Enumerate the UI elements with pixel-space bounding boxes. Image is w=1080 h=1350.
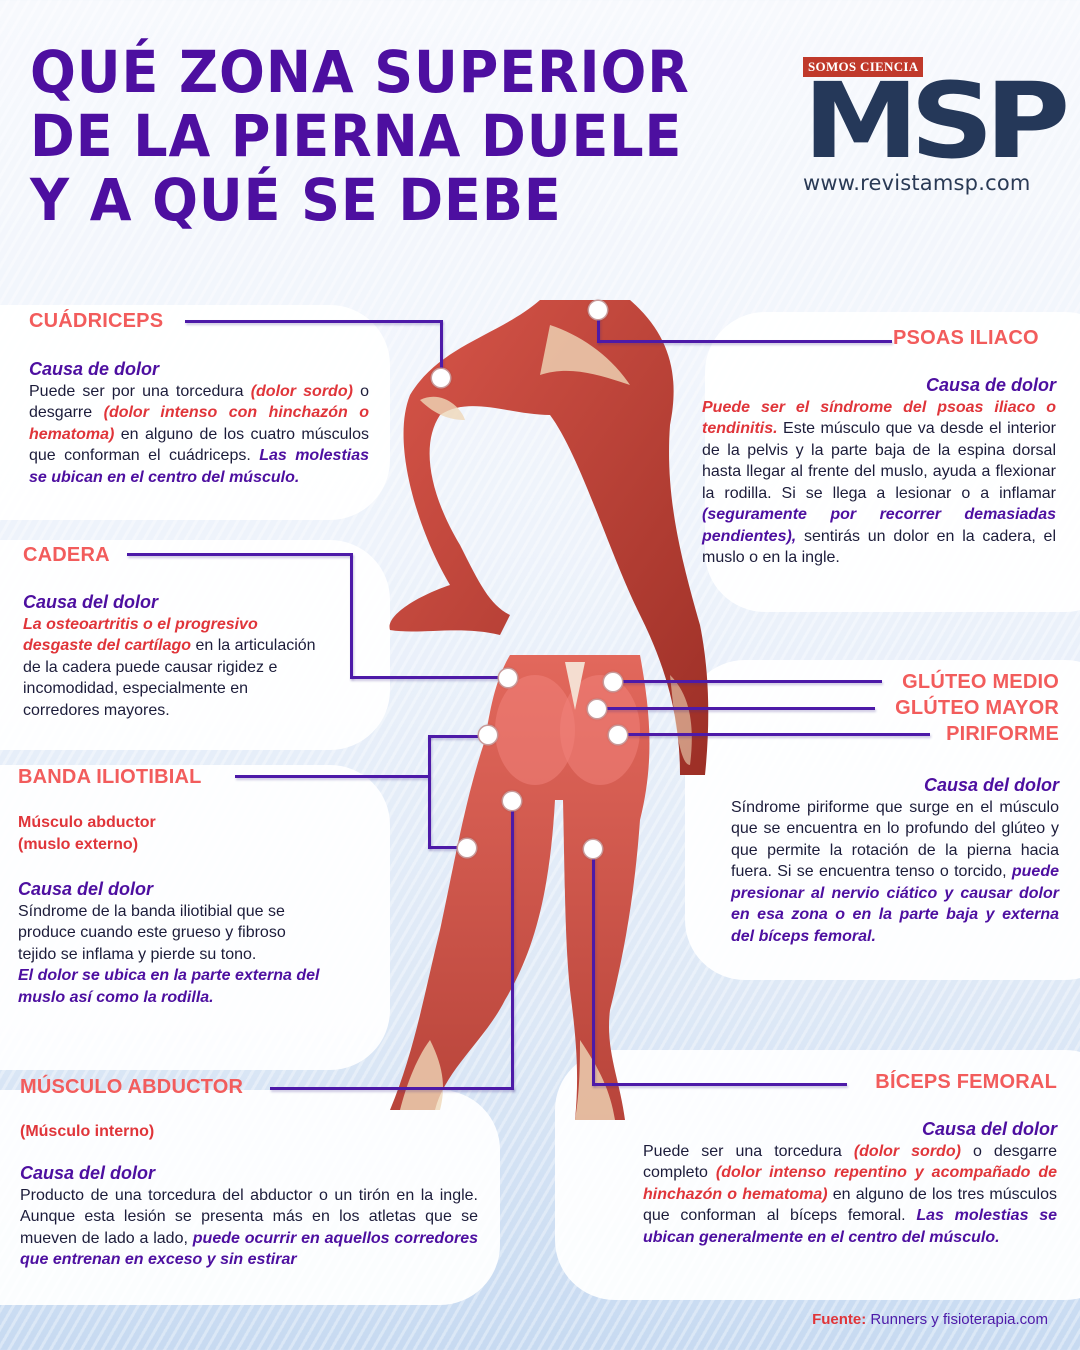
connector-gluteo-mayor: [597, 707, 875, 710]
connector-piriforme: [618, 733, 930, 736]
section-title-cadera: CADERA: [23, 544, 110, 566]
section-body-psoas: Causa de dolor Puede ser el síndrome del…: [702, 375, 1056, 566]
logo-url: www.revistamsp.com: [803, 171, 1031, 195]
source-text: Runners y fisioterapia.com: [870, 1311, 1048, 1328]
section-body-piriforme: Causa del dolor Síndrome piriforme que s…: [731, 775, 1059, 945]
section-body-biceps: Causa del dolor Puede ser una torcedura …: [643, 1119, 1058, 1246]
cause-label: Causa del dolor: [18, 879, 154, 899]
leg-muscle-illustration-back: [390, 655, 650, 1120]
section-body-abductor: Causa del dolor Producto de una torcedur…: [20, 1163, 479, 1268]
card-banda: [0, 765, 390, 1070]
source-credit: Fuente: Runners y fisioterapia.com: [812, 1311, 1048, 1328]
connector-banda-top: [428, 735, 488, 738]
leg-muscle-illustration-side: [389, 300, 709, 775]
cause-label: Causa del dolor: [923, 775, 1059, 795]
connector-cuadriceps-v: [440, 320, 443, 378]
cause-label: Causa de dolor: [29, 359, 160, 379]
title-line-1: QUÉ ZONA SUPERIOR: [30, 38, 690, 106]
marker-psoas[interactable]: [589, 301, 607, 319]
card-abductor: [0, 1090, 500, 1305]
cause-label: Causa del dolor: [20, 1163, 156, 1183]
marker-biceps[interactable]: [584, 840, 602, 858]
marker-gluteo-mayor[interactable]: [588, 700, 606, 718]
cause-label: Causa de dolor: [925, 375, 1056, 395]
section-title-biceps: BÍCEPS FEMORAL: [875, 1071, 1057, 1093]
connector-cadera: [127, 553, 352, 556]
connector-cadera-h2: [350, 676, 507, 679]
section-body-cuadriceps: Causa de dolor Puede ser por una torcedu…: [29, 359, 370, 486]
connector-gluteo-medio: [614, 680, 882, 683]
card-gluteos: [685, 660, 1080, 980]
marker-abductor[interactable]: [503, 792, 521, 810]
card-cadera: [0, 540, 390, 750]
card-biceps: [555, 1050, 1080, 1300]
connector-banda-bottom: [428, 846, 468, 849]
connector-abductor-v: [511, 800, 514, 1090]
card-psoas: [705, 312, 1080, 612]
connector-cadera-v: [350, 553, 353, 678]
section-title-gluteo-medio: GLÚTEO MEDIO: [902, 671, 1059, 693]
title-line-3: Y A QUÉ SE DEBE: [30, 166, 562, 234]
logo-tagline: SOMOS CIENCIA: [803, 57, 924, 77]
connector-cuadriceps: [185, 320, 442, 323]
connector-psoas: [597, 340, 892, 343]
section-body-cadera: Causa del dolor La osteoartritis o el pr…: [23, 592, 323, 721]
connector-biceps: [592, 1083, 847, 1086]
marker-piriforme[interactable]: [609, 726, 627, 744]
marker-gluteo-medio[interactable]: [604, 673, 622, 691]
section-title-gluteo-mayor: GLÚTEO MAYOR: [895, 697, 1059, 719]
cause-label: Causa del dolor: [921, 1119, 1057, 1139]
page-title: QUÉ ZONA SUPERIOR DE LA PIERNA DUELE Y A…: [30, 40, 690, 232]
title-line-2: DE LA PIERNA DUELE: [30, 102, 683, 170]
logo-brand: MSP: [803, 60, 1070, 182]
section-subtitle-banda: Músculo abductor (muslo externo): [18, 814, 156, 853]
source-label: Fuente:: [812, 1311, 867, 1328]
section-body-banda: Causa del dolor Síndrome de la banda ili…: [18, 879, 328, 1008]
section-title-psoas: PSOAS ILIACO: [893, 327, 1039, 349]
section-title-banda: BANDA ILIOTIBIAL: [18, 766, 202, 788]
marker-cuadriceps[interactable]: [432, 369, 450, 387]
marker-banda-bottom[interactable]: [458, 839, 476, 857]
section-title-piriforme: PIRIFORME: [946, 723, 1059, 745]
connector-psoas-v: [597, 312, 600, 342]
connector-biceps-v: [592, 848, 595, 1085]
section-title-abductor: MÚSCULO ABDUCTOR: [20, 1076, 244, 1098]
marker-banda-top[interactable]: [479, 726, 497, 744]
section-subtitle-abductor: (Músculo interno): [20, 1123, 155, 1140]
cause-label: Causa del dolor: [23, 592, 159, 612]
card-cuadriceps: [0, 305, 390, 520]
connector-abductor: [270, 1087, 514, 1090]
marker-cadera[interactable]: [499, 669, 517, 687]
section-title-cuadriceps: CUÁDRICEPS: [29, 310, 164, 332]
connector-banda: [235, 775, 430, 778]
msp-logo: SOMOS CIENCIA MSP www.revistamsp.com: [803, 57, 1070, 195]
connector-banda-v: [428, 735, 431, 848]
